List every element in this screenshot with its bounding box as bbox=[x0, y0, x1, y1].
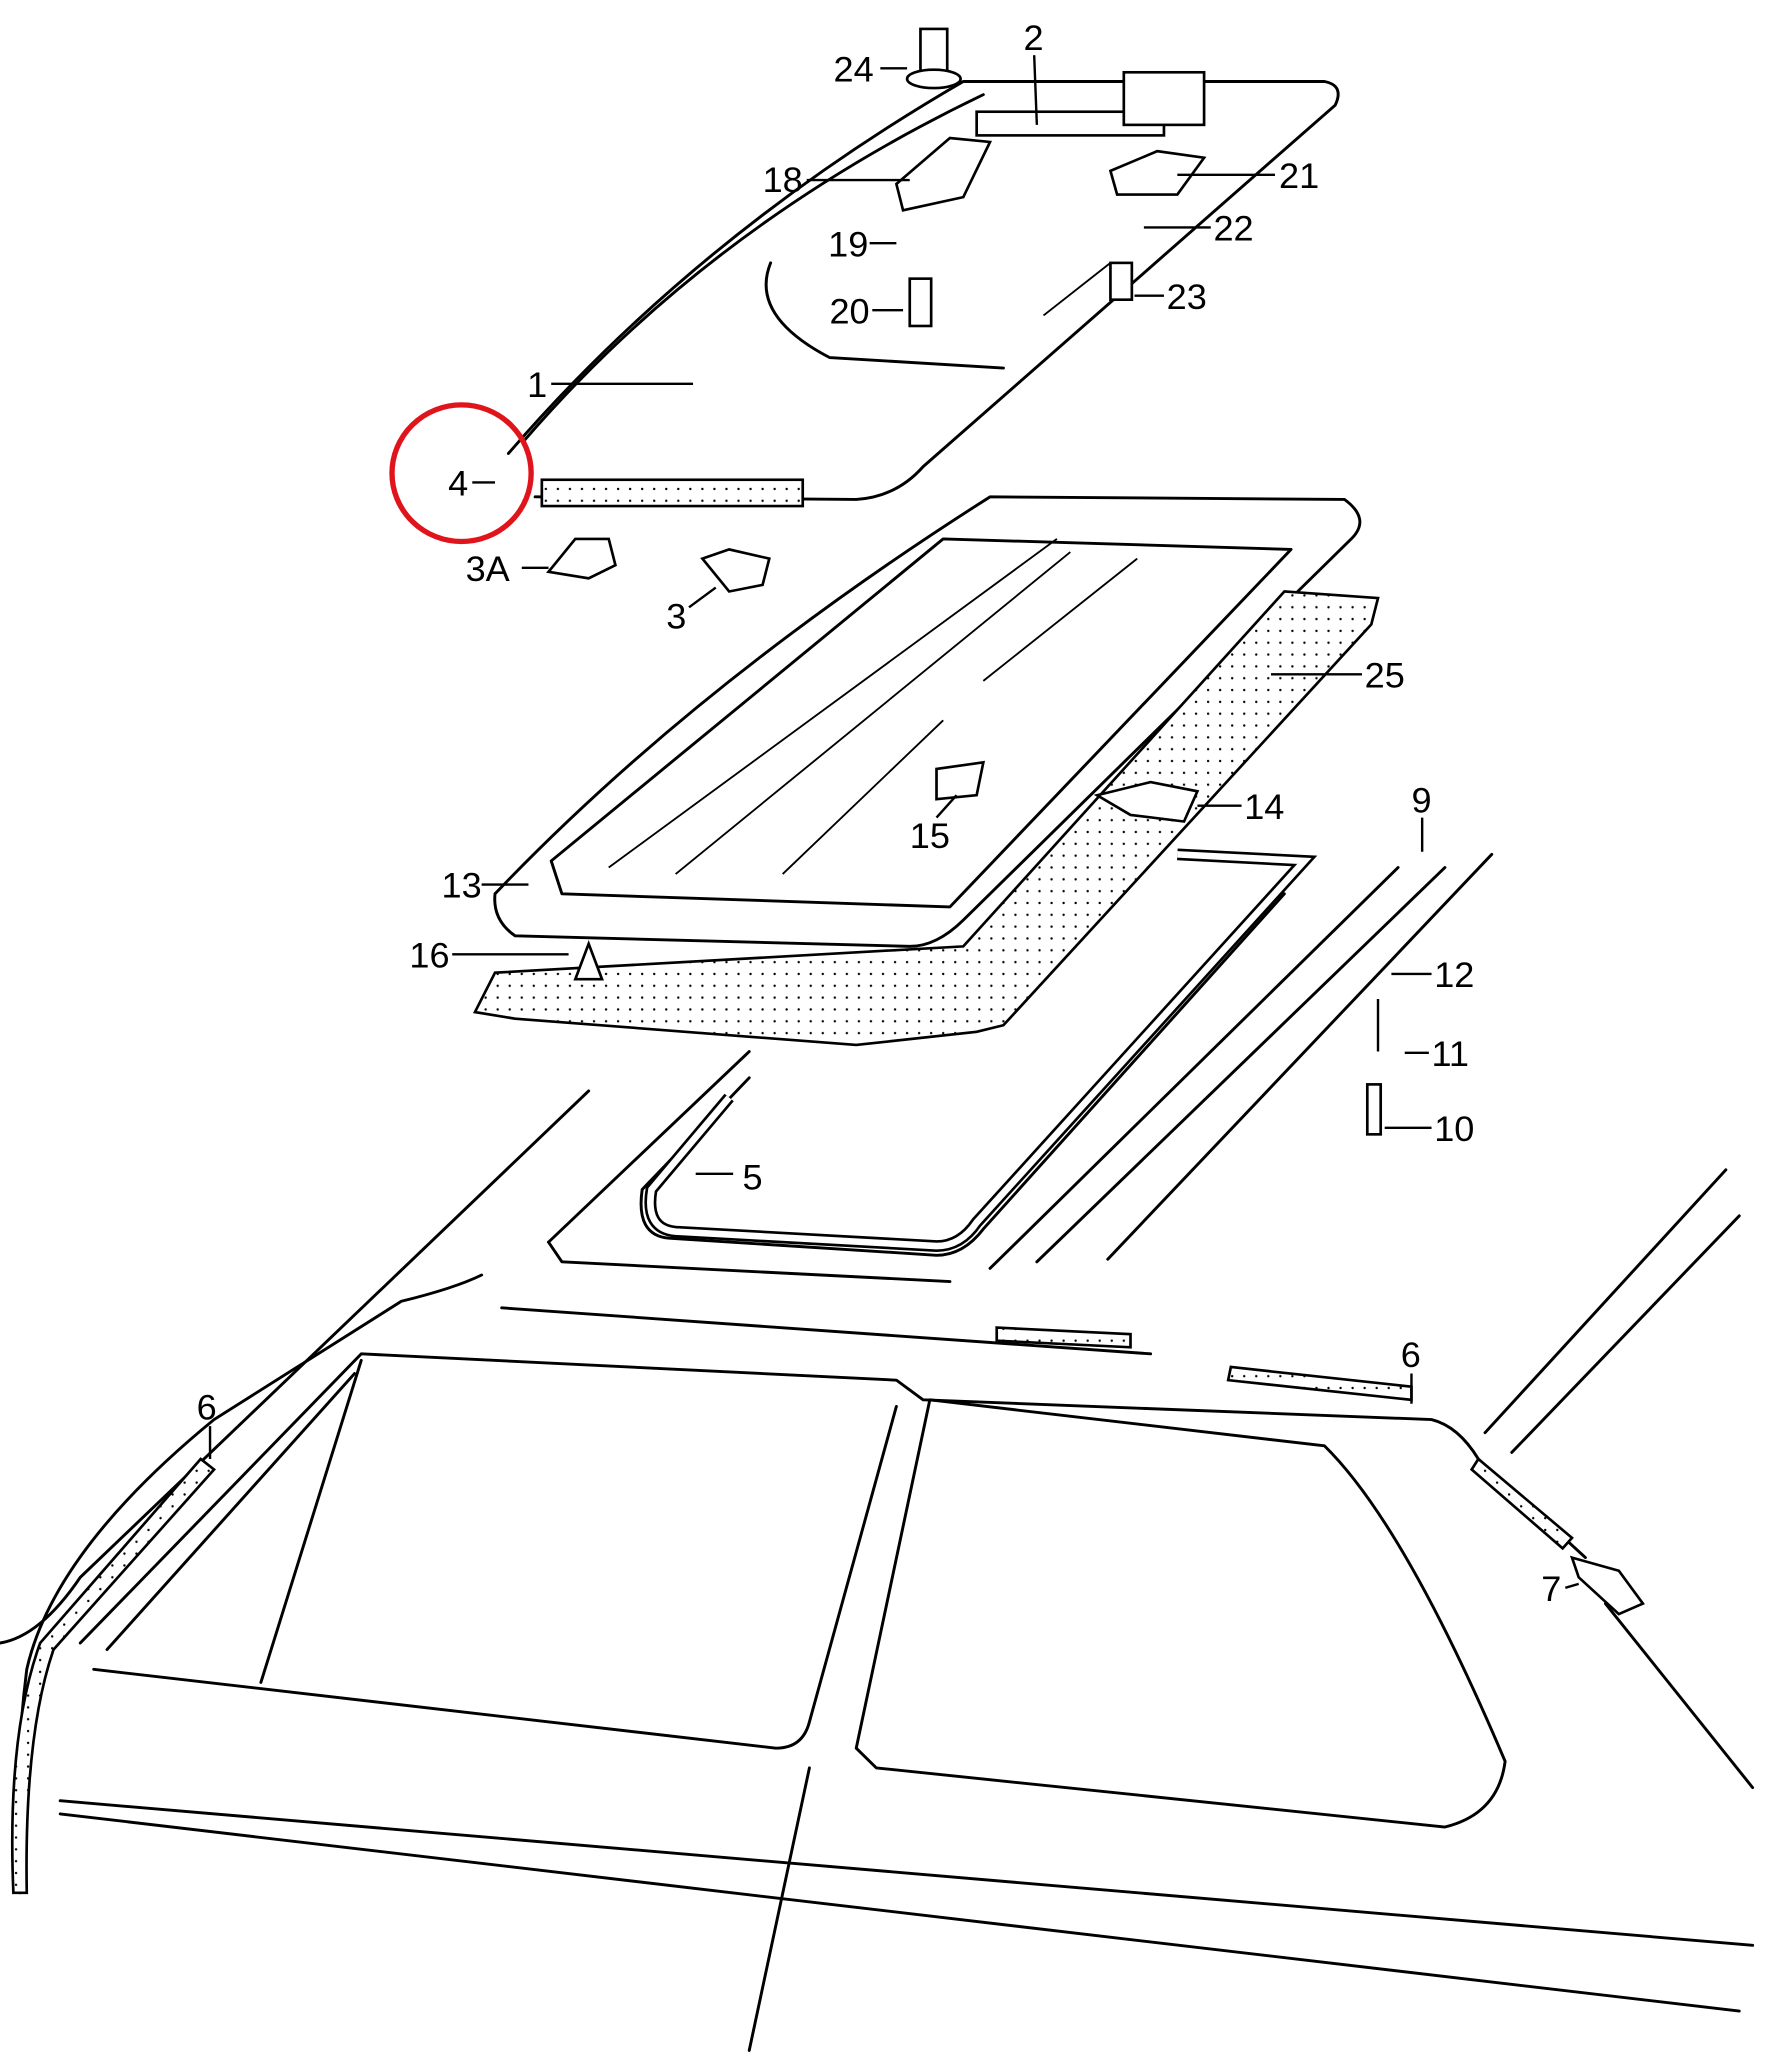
part-labels: 24 2 18 21 19 22 20 23 1 4 3A 3 25 14 15… bbox=[197, 18, 1562, 1609]
label-20[interactable]: 20 bbox=[829, 292, 869, 332]
label-21[interactable]: 21 bbox=[1279, 156, 1319, 196]
label-10[interactable]: 10 bbox=[1434, 1109, 1474, 1149]
leader-lines bbox=[208, 55, 1580, 1589]
label-4[interactable]: 4 bbox=[448, 464, 468, 504]
label-18[interactable]: 18 bbox=[763, 160, 803, 200]
label-12[interactable]: 12 bbox=[1434, 955, 1474, 995]
highlight-circle bbox=[389, 402, 534, 545]
small-parts bbox=[10, 27, 1645, 1895]
label-23[interactable]: 23 bbox=[1167, 277, 1207, 317]
label-15[interactable]: 15 bbox=[910, 816, 950, 856]
label-16[interactable]: 16 bbox=[409, 936, 449, 976]
label-24[interactable]: 24 bbox=[833, 50, 873, 90]
label-3[interactable]: 3 bbox=[666, 597, 686, 637]
label-1[interactable]: 1 bbox=[527, 365, 547, 405]
car-body bbox=[0, 1089, 1755, 2052]
glass-panel bbox=[506, 80, 1340, 508]
label-6-right[interactable]: 6 bbox=[1401, 1335, 1421, 1375]
label-3a[interactable]: 3A bbox=[466, 549, 510, 589]
sunroof-frame bbox=[472, 495, 1380, 1047]
label-19[interactable]: 19 bbox=[828, 225, 868, 265]
label-6-left[interactable]: 6 bbox=[197, 1388, 217, 1428]
label-2[interactable]: 2 bbox=[1023, 18, 1043, 58]
label-11[interactable]: 11 bbox=[1432, 1034, 1469, 1074]
label-22[interactable]: 22 bbox=[1213, 209, 1253, 249]
label-13[interactable]: 13 bbox=[442, 866, 482, 906]
label-14[interactable]: 14 bbox=[1244, 787, 1284, 827]
label-25[interactable]: 25 bbox=[1365, 656, 1405, 696]
label-9[interactable]: 9 bbox=[1411, 781, 1431, 821]
label-5[interactable]: 5 bbox=[743, 1158, 763, 1198]
label-7[interactable]: 7 bbox=[1541, 1569, 1561, 1609]
roof-opening bbox=[547, 848, 1494, 1283]
